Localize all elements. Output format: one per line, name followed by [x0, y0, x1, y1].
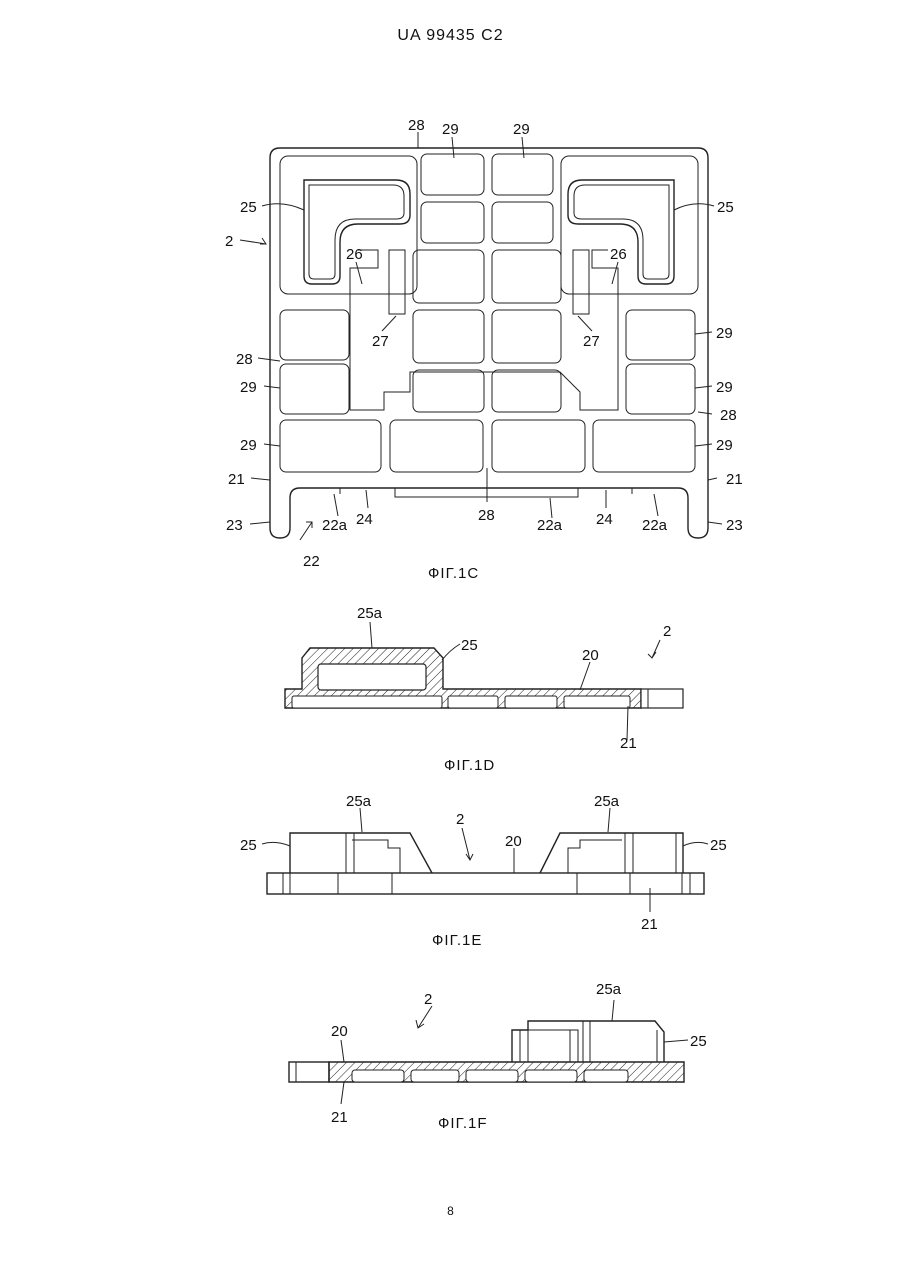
label-28-top: 28 — [408, 117, 425, 134]
label-25-left: 25 — [240, 199, 257, 216]
label-29-a: 29 — [442, 121, 459, 138]
label-25-right: 25 — [717, 199, 734, 216]
figure-1e-caption: ФІГ.1Е — [432, 932, 482, 949]
cell-grid — [280, 154, 695, 472]
figure-1c: 28 29 29 25 25 2 26 26 27 27 28 29 29 29… — [0, 0, 901, 590]
label-20: 20 — [331, 1023, 348, 1040]
left-l-pocket — [280, 156, 417, 294]
label-28-right: 28 — [720, 407, 737, 424]
label-29-l2: 29 — [240, 437, 257, 454]
label-25a: 25a — [596, 981, 622, 998]
label-21-right: 21 — [726, 471, 743, 488]
label-20: 20 — [505, 833, 522, 850]
figure-1f-caption: ФІГ.1F — [438, 1115, 488, 1132]
label-2: 2 — [456, 811, 464, 828]
tray-outline — [270, 148, 708, 538]
label-20: 20 — [582, 647, 599, 664]
label-2: 2 — [663, 623, 671, 640]
section-1f — [289, 1021, 684, 1082]
figure-1c-caption: ФІГ.1С — [428, 565, 479, 582]
label-21: 21 — [331, 1109, 348, 1126]
figure-1d-caption: ФІГ.1D — [444, 757, 495, 774]
label-23-right: 23 — [726, 517, 743, 534]
figure-1f: 2 25a 20 25 21 ФІГ.1F — [0, 975, 901, 1145]
label-26-right: 26 — [610, 246, 627, 263]
label-22: 22 — [303, 553, 320, 570]
side-view-1e — [267, 833, 704, 894]
figure-1e: 25a 25a 2 20 25 25 21 ФІГ.1Е — [0, 790, 901, 960]
figure-1d: 25a 25 20 2 21 ФІГ.1D — [0, 600, 901, 780]
label-22a-2: 22a — [537, 517, 563, 534]
label-25a-right: 25a — [594, 793, 620, 810]
label-21: 21 — [641, 916, 658, 933]
label-28-left: 28 — [236, 351, 253, 368]
label-29-l1: 29 — [240, 379, 257, 396]
label-2: 2 — [225, 233, 233, 250]
label-25a: 25a — [357, 605, 383, 622]
label-2: 2 — [424, 991, 432, 1008]
label-21: 21 — [620, 735, 637, 752]
label-24-left: 24 — [356, 511, 373, 528]
label-22a-1: 22a — [322, 517, 348, 534]
label-25-right: 25 — [710, 837, 727, 854]
leader-lines — [240, 132, 722, 540]
label-22a-3: 22a — [642, 517, 668, 534]
label-25: 25 — [690, 1033, 707, 1050]
label-27-left: 27 — [372, 333, 389, 350]
label-29-b: 29 — [513, 121, 530, 138]
label-24-right: 24 — [596, 511, 613, 528]
label-25a-left: 25a — [346, 793, 372, 810]
label-27-right: 27 — [583, 333, 600, 350]
label-28-bottom: 28 — [478, 507, 495, 524]
label-21-left: 21 — [228, 471, 245, 488]
right-l-pocket — [561, 156, 698, 294]
label-23-left: 23 — [226, 517, 243, 534]
label-25-left: 25 — [240, 837, 257, 854]
label-29-r1: 29 — [716, 325, 733, 342]
label-29-r2: 29 — [716, 379, 733, 396]
page-number: 8 — [0, 1204, 901, 1218]
label-29-r3: 29 — [716, 437, 733, 454]
section-1d — [285, 648, 683, 708]
label-25: 25 — [461, 637, 478, 654]
label-26-left: 26 — [346, 246, 363, 263]
